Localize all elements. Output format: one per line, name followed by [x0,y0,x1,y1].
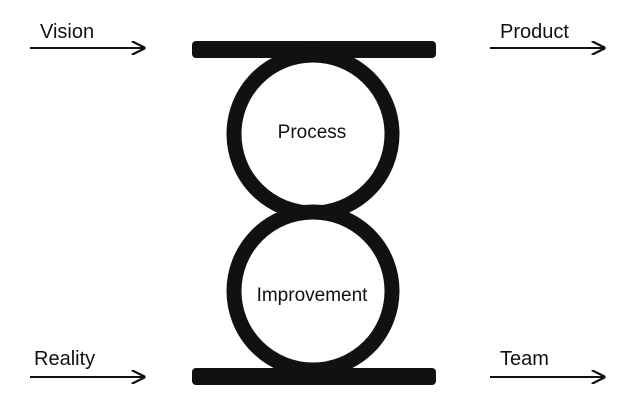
process-label: Process [277,122,347,143]
product-label: Product [500,21,569,43]
team-label: Team [500,348,549,370]
improvement-label: Improvement [256,285,368,306]
improvement-ring [226,204,400,378]
reality-label: Reality [34,348,96,370]
vision-label: Vision [40,21,95,43]
